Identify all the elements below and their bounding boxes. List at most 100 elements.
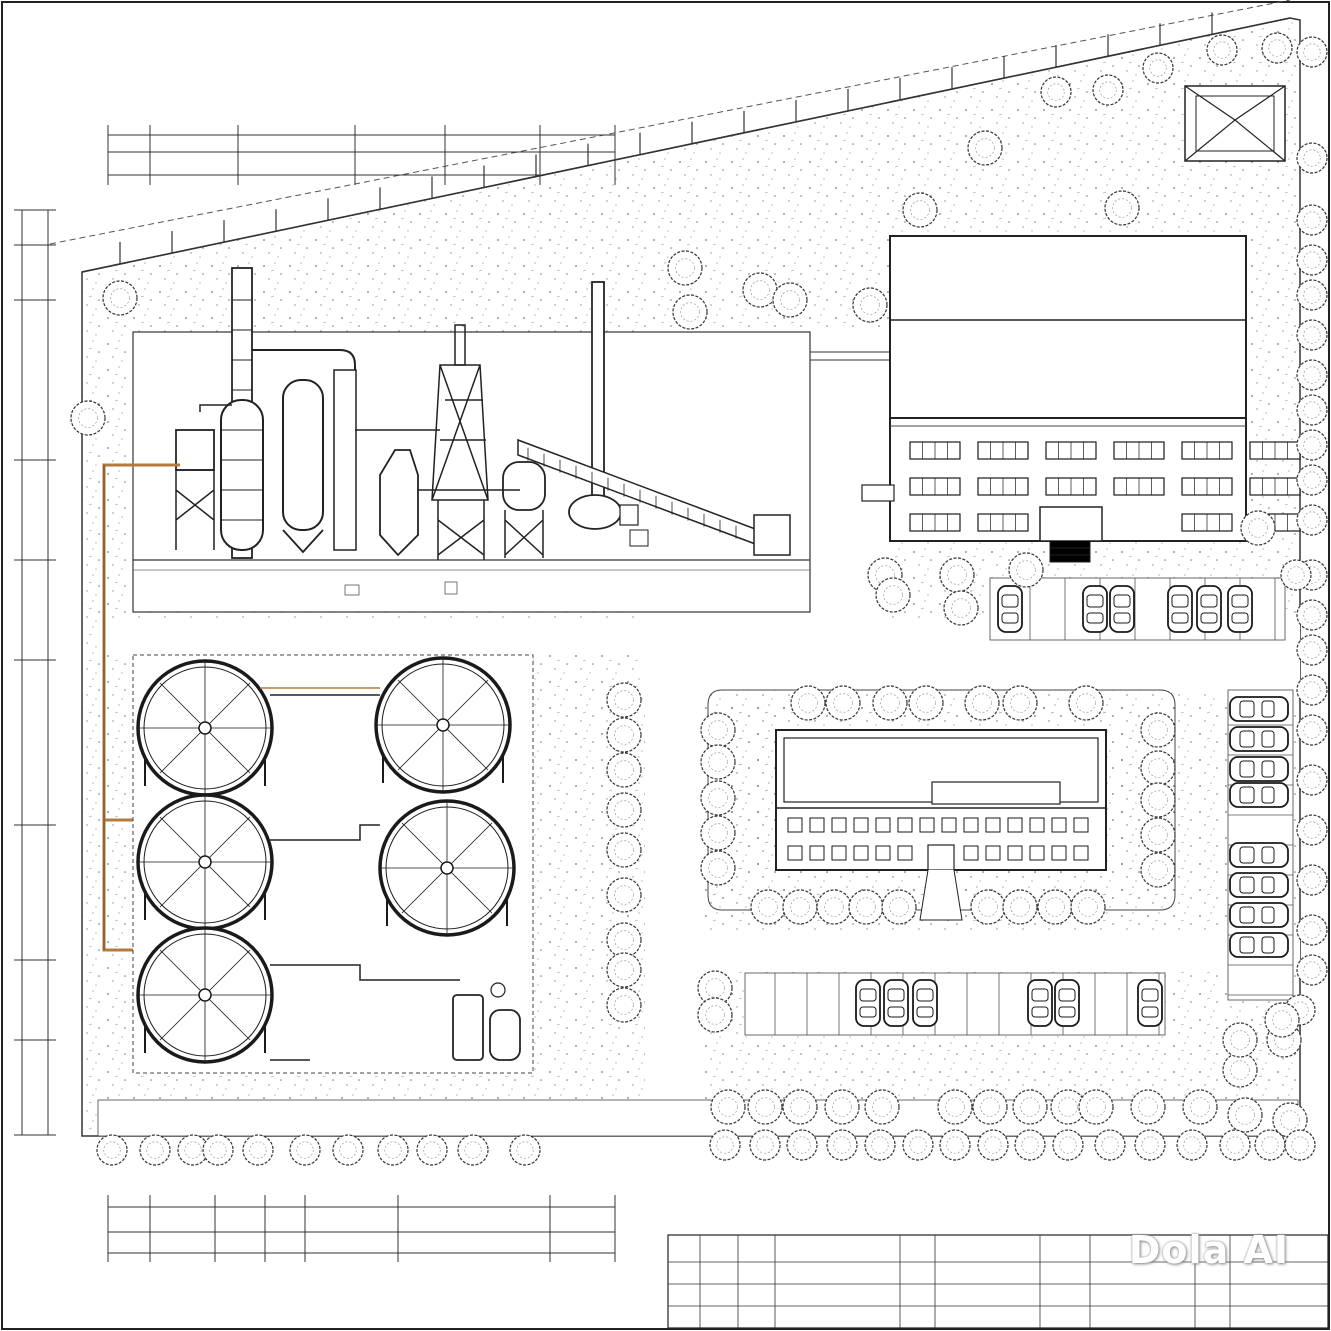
control-cabinet xyxy=(753,514,791,556)
window xyxy=(1045,441,1097,460)
tree xyxy=(700,850,736,886)
tree xyxy=(1296,279,1328,311)
tree xyxy=(672,294,708,330)
window xyxy=(853,817,869,833)
tree xyxy=(1002,685,1038,721)
car xyxy=(1167,585,1193,633)
tree xyxy=(939,557,975,593)
small-vessel xyxy=(379,449,419,557)
storage-tank xyxy=(136,659,274,797)
window xyxy=(1029,817,1045,833)
tree xyxy=(1296,464,1328,496)
car xyxy=(1054,979,1080,1027)
tree xyxy=(1140,782,1176,818)
window xyxy=(875,845,891,861)
tree xyxy=(1176,1129,1208,1161)
tree xyxy=(749,1129,781,1161)
tree xyxy=(697,970,733,1006)
tree xyxy=(747,1089,783,1125)
tree xyxy=(902,192,938,228)
admin-entrance xyxy=(927,844,955,871)
window xyxy=(1113,477,1165,496)
tree xyxy=(937,1089,973,1125)
tree xyxy=(202,1134,234,1166)
admin-building xyxy=(707,689,1176,921)
car xyxy=(1082,585,1108,633)
storage-tank xyxy=(136,926,274,1064)
tree xyxy=(1008,552,1044,588)
window xyxy=(963,845,979,861)
window xyxy=(1249,441,1301,460)
tree xyxy=(700,780,736,816)
tree xyxy=(1134,1129,1166,1161)
window xyxy=(853,845,869,861)
tree xyxy=(875,577,911,613)
tree xyxy=(606,877,642,913)
car xyxy=(1229,756,1289,782)
tree xyxy=(1296,359,1328,391)
main-entrance xyxy=(1039,506,1103,542)
window xyxy=(897,845,913,861)
window xyxy=(897,817,913,833)
tree xyxy=(1296,714,1328,746)
tree xyxy=(1219,1129,1251,1161)
window xyxy=(985,845,1001,861)
tree xyxy=(606,922,642,958)
tree xyxy=(1296,204,1328,236)
tree xyxy=(606,987,642,1023)
tree xyxy=(1296,36,1328,68)
window xyxy=(977,477,1029,496)
car xyxy=(1109,585,1135,633)
dimension-top xyxy=(107,125,616,185)
car xyxy=(1229,902,1289,928)
tree xyxy=(1240,510,1276,546)
window xyxy=(909,441,961,460)
tree xyxy=(1012,1089,1048,1125)
window xyxy=(909,513,961,532)
window xyxy=(1181,477,1233,496)
tree xyxy=(1280,559,1312,591)
tree xyxy=(852,287,888,323)
tree xyxy=(970,889,1006,925)
tree xyxy=(772,282,808,318)
tank-farm xyxy=(132,654,534,1074)
tree xyxy=(606,682,642,718)
dimension-bottom xyxy=(107,1195,616,1262)
tree xyxy=(742,272,778,308)
window xyxy=(1073,817,1089,833)
tree xyxy=(289,1134,321,1166)
tree xyxy=(1296,864,1328,896)
car xyxy=(1027,979,1053,1027)
tree xyxy=(1296,814,1328,846)
tree xyxy=(1037,889,1073,925)
tree xyxy=(709,1129,741,1161)
feed-hopper xyxy=(175,429,215,471)
tree xyxy=(826,1129,858,1161)
car xyxy=(855,979,881,1027)
tree xyxy=(864,1089,900,1125)
car xyxy=(1229,932,1289,958)
car xyxy=(1196,585,1222,633)
tree xyxy=(1284,1129,1316,1161)
window xyxy=(977,441,1029,460)
tree xyxy=(70,400,106,436)
tree xyxy=(902,1129,934,1161)
window xyxy=(1073,845,1089,861)
tree xyxy=(750,889,786,925)
tree xyxy=(667,250,703,286)
tree xyxy=(1296,142,1328,174)
tree xyxy=(1140,712,1176,748)
side-annex xyxy=(861,484,895,502)
tree xyxy=(1296,394,1328,426)
tree xyxy=(1296,674,1328,706)
tree xyxy=(1070,889,1106,925)
tree xyxy=(964,685,1000,721)
tree xyxy=(332,1134,364,1166)
storage-tank xyxy=(378,799,516,937)
tree xyxy=(1296,764,1328,796)
watermark: Dola AI xyxy=(1128,1228,1289,1272)
parking-south xyxy=(744,972,1166,1036)
tree xyxy=(509,1134,541,1166)
tree xyxy=(606,717,642,753)
